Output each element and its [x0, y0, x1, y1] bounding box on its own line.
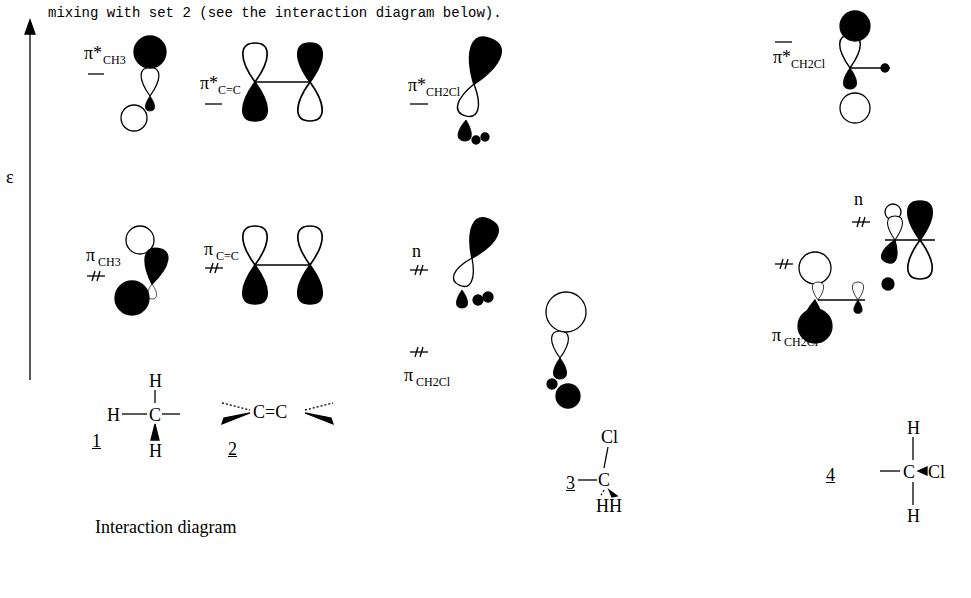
- orbital-label: n: [854, 190, 863, 208]
- atom-label: C=C: [253, 403, 287, 421]
- orbital-subscript: CH2Cl: [791, 58, 825, 70]
- atom-label: Cl: [601, 428, 618, 446]
- orbital-subscript: C=C: [218, 84, 241, 96]
- atom-label: H: [149, 372, 162, 390]
- atom-label: HH: [596, 497, 622, 515]
- orbital-label: π: [404, 366, 413, 384]
- atom-label: C: [598, 471, 610, 489]
- atom-label: H: [907, 507, 920, 525]
- atom-label: H: [107, 406, 120, 424]
- orbital-label: π: [772, 326, 781, 344]
- note-text: mixing with set 2 (see the interaction d…: [48, 6, 502, 20]
- orbital-label: n: [412, 242, 421, 260]
- compound-number: 3: [566, 474, 575, 492]
- orbital-subscript: CH2Cl: [416, 376, 450, 388]
- orbital-subscript: CH2Cl: [784, 336, 818, 348]
- orbital-label: π*: [200, 74, 218, 92]
- orbital-subscript: CH2Cl: [426, 86, 460, 98]
- atom-label: H: [149, 442, 162, 460]
- orbital-label: π: [86, 246, 95, 264]
- compound-number: 4: [826, 466, 835, 484]
- orbital-subscript: CH3: [103, 54, 126, 66]
- orbital-label: π*: [84, 44, 102, 62]
- atom-label: C: [149, 406, 161, 424]
- axis-label: ε: [6, 168, 14, 186]
- orbital-label: π*: [408, 76, 426, 94]
- orbital-subscript: C=C: [216, 250, 239, 262]
- atom-label: C: [903, 463, 915, 481]
- orbital-subscript: CH3: [98, 256, 121, 268]
- atom-label: H: [907, 419, 920, 437]
- atom-label: Cl: [928, 463, 945, 481]
- caption: Interaction diagram: [95, 518, 236, 536]
- orbital-label: π: [204, 240, 213, 258]
- compound-number: 2: [228, 440, 237, 458]
- compound-number: 1: [92, 432, 101, 450]
- orbital-label: π*: [773, 48, 791, 66]
